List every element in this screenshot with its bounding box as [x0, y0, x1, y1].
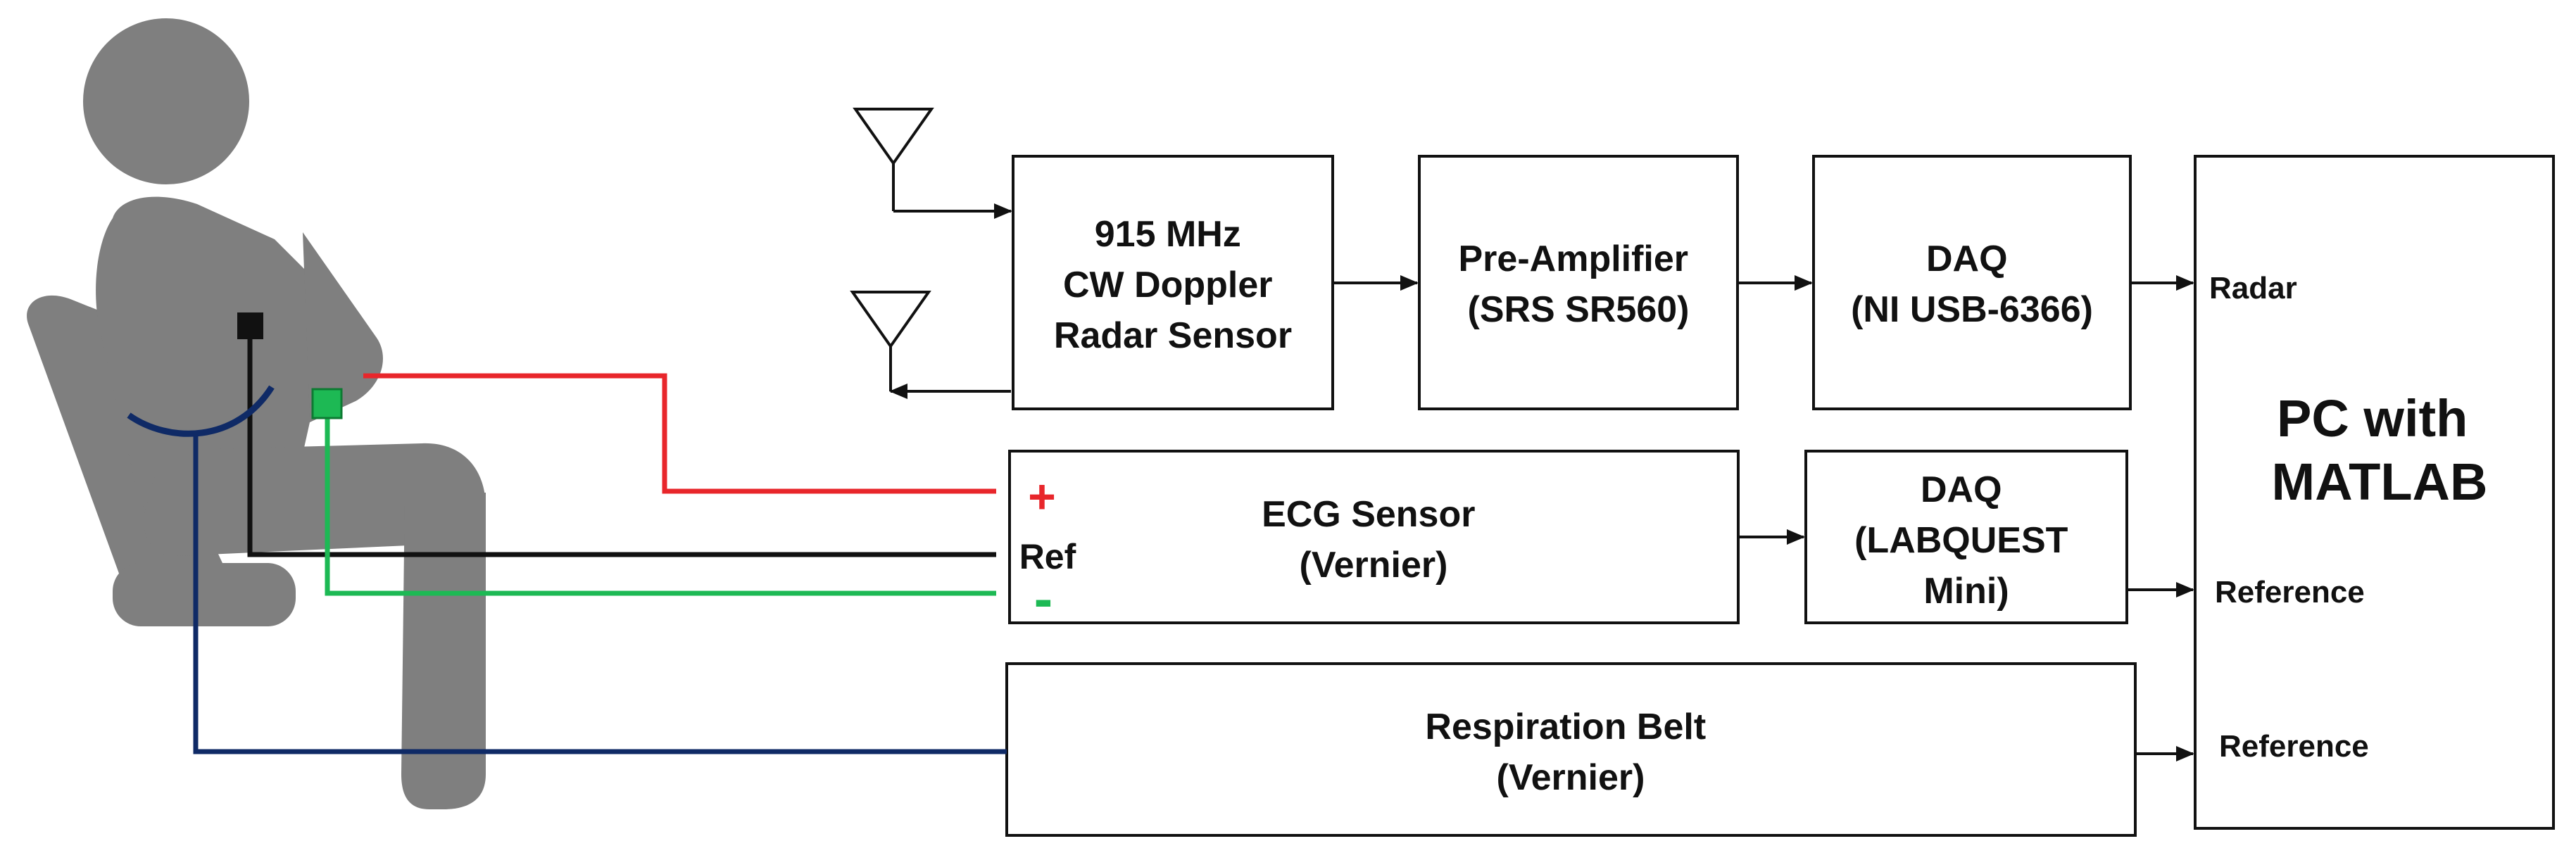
pc-label: PC with MATLAB	[2272, 389, 2488, 511]
ref-label: Ref	[1019, 537, 1076, 576]
pc-input-reference-resp: Reference	[2219, 729, 2369, 764]
pc-input-reference-ecg: Reference	[2215, 575, 2365, 609]
belt-cable	[193, 435, 1007, 754]
daq-radar-block	[1812, 155, 2132, 410]
antenna-icon	[850, 291, 931, 391]
ref-lead	[247, 326, 996, 557]
ecg-sensor-block	[1008, 450, 1740, 624]
pc-block	[2194, 155, 2555, 830]
pre-amplifier-block	[1418, 155, 1739, 410]
respiration-belt-strap	[127, 385, 275, 437]
antenna-icon	[853, 108, 934, 211]
negative-lead	[325, 406, 996, 596]
respiration-belt-block	[1005, 662, 2137, 837]
radar-sensor-label: 915 MHz CW Doppler Radar Sensor	[1054, 214, 1292, 356]
radar-sensor-block	[1012, 155, 1334, 410]
daq-ecg-label: DAQ (LABQUEST Mini)	[1854, 469, 2078, 612]
plus-label: +	[1028, 470, 1056, 524]
respiration-belt-label: Respiration Belt (Vernier)	[1425, 707, 1716, 798]
daq-radar-label: DAQ (NI USB-6366)	[1851, 239, 2093, 330]
pre-amplifier-label: Pre-Amplifier (SRS SR560)	[1459, 239, 1699, 330]
daq-ecg-block	[1804, 450, 2128, 624]
ecg-sensor-label: ECG Sensor (Vernier)	[1262, 494, 1485, 586]
ref-electrode	[237, 312, 263, 339]
seated-person-icon	[27, 18, 486, 809]
positive-lead	[363, 373, 996, 494]
pc-input-radar: Radar	[2209, 271, 2297, 305]
negative-electrode	[311, 388, 343, 419]
minus-label: -	[1034, 567, 1053, 630]
